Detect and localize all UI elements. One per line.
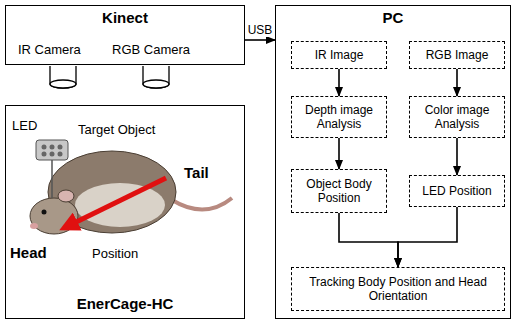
box-text: Tracking Body Position and Head Orientat… xyxy=(296,275,500,303)
connector-arrow xyxy=(398,207,457,267)
connector-arrow xyxy=(338,69,340,96)
box-text: RGB Image xyxy=(426,48,489,62)
connector-arrow xyxy=(338,138,340,169)
part-label: Tail xyxy=(184,164,209,181)
connector-arrow xyxy=(339,213,398,267)
box-title: Kinect xyxy=(6,9,244,26)
heading-arrow xyxy=(66,178,166,227)
camera-icon xyxy=(50,66,169,88)
box-text: Object Body Position xyxy=(296,177,382,205)
connector-arrow xyxy=(456,69,458,96)
computer-box: PC IR Image RGB ImageDepth image Analysis C… xyxy=(275,5,511,319)
connector-arrow xyxy=(456,138,458,175)
process-box: Depth image Analysis xyxy=(291,96,387,138)
camera-label: IR Camera xyxy=(18,42,81,57)
edge-label: USB xyxy=(246,23,275,37)
output-box: Tracking Body Position and Head Orientat… xyxy=(291,267,505,311)
box-text: LED Position xyxy=(422,184,491,198)
box-title: PC xyxy=(276,9,510,26)
part-label: Position xyxy=(92,246,138,261)
process-box: LED Position xyxy=(409,175,505,207)
process-box: IR Image xyxy=(291,41,387,69)
process-box: RGB Image xyxy=(409,41,505,69)
rat-illustration xyxy=(30,151,232,234)
process-box: Object Body Position xyxy=(291,169,387,213)
led-headstage xyxy=(36,140,68,198)
connector-arrow xyxy=(245,39,275,41)
box-title: EnerCage-HC xyxy=(6,295,244,312)
process-box: Color image Analysis xyxy=(409,96,505,138)
part-label: LED xyxy=(12,118,37,133)
box-text: IR Image xyxy=(315,48,364,62)
cage-box: EnerCage-HC xyxy=(5,105,245,319)
box-text: Color image Analysis xyxy=(414,103,500,131)
camera-label: RGB Camera xyxy=(112,42,190,57)
part-label: Target Object xyxy=(78,122,155,137)
part-label: Head xyxy=(10,244,47,261)
box-text: Depth image Analysis xyxy=(296,103,382,131)
